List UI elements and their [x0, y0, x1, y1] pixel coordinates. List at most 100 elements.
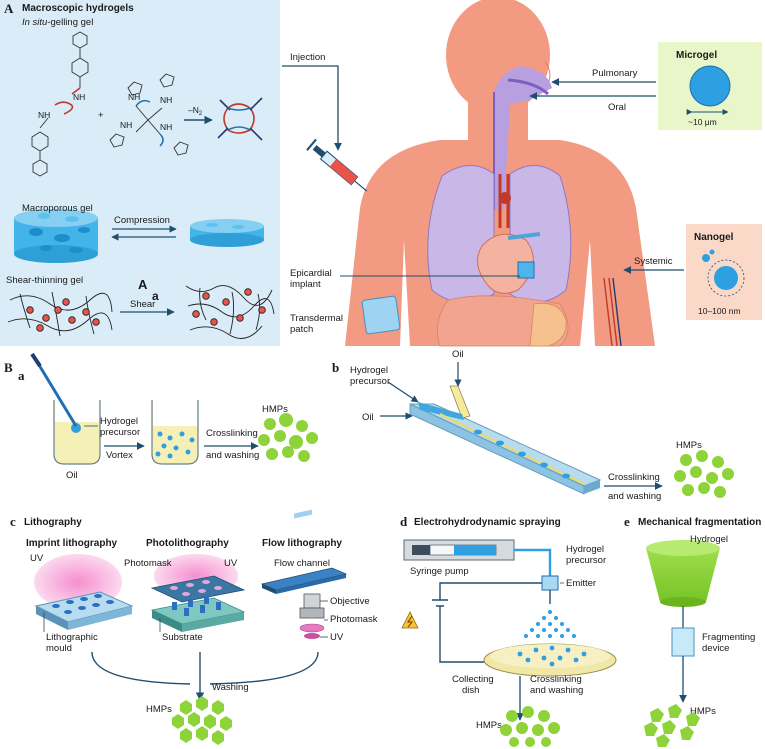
insitu-prefix: In situ [22, 17, 48, 28]
washing-label-d: and washing [530, 685, 583, 696]
precursor-arrow-b [387, 381, 419, 403]
microgel-size: ~10 μm [688, 117, 717, 127]
syringe-pump-label: Syringe pump [410, 566, 469, 577]
precursor-label-d: precursor [566, 555, 606, 566]
oil-label-side: Oil [362, 412, 374, 423]
imprint-uv-label: UV [30, 553, 44, 564]
plus-sign: + [98, 110, 104, 121]
transdermal-patch [361, 295, 401, 335]
fragmenting-label: Fragmenting [702, 632, 755, 643]
substrate-label: Substrate [162, 632, 203, 643]
shear-thinning-label: Shear-thinning gel [6, 275, 83, 286]
panel-e-letter: e [624, 514, 630, 529]
hmps-label-e: HMPs [690, 706, 716, 717]
crosslinked-network [217, 97, 263, 141]
systemic-label: Systemic [634, 256, 673, 267]
objective-lens [299, 593, 325, 639]
washing-label: Washing [212, 682, 249, 693]
macroporous-gel-cylinder [14, 209, 98, 263]
nanogel-tiny-particle [709, 249, 715, 255]
shear-mark-upper: A [138, 277, 148, 292]
flow-uv-label: UV [330, 632, 344, 643]
panel-a-letter: A [4, 1, 14, 16]
fragmenting-device [671, 627, 695, 657]
lungs [427, 165, 572, 303]
fragmentation-title: Mechanical fragmentation [638, 517, 761, 528]
ehd-title: Electrohydrodynamic spraying [414, 517, 561, 528]
microgel-title: Microgel [676, 50, 717, 61]
nanogel-size: 10–100 nm [698, 306, 741, 316]
nanogel-title: Nanogel [694, 232, 734, 243]
washing-label-a: and washing [206, 450, 259, 461]
norbornene-star [109, 73, 189, 156]
hmps-label-b: HMPs [676, 440, 702, 451]
hmps-cluster-e [644, 704, 700, 747]
nanogel-small-particle [702, 254, 710, 262]
compression-label: Compression [114, 215, 170, 226]
pipette [34, 359, 78, 427]
n2-subscript: 2 [199, 111, 203, 117]
microfluidic-channel [409, 385, 602, 495]
insitu-suffix: -gelling gel [47, 17, 93, 28]
hydrogel-bulk [646, 540, 720, 607]
syringe-pump [403, 539, 515, 561]
epicardial-implant-patch [517, 261, 535, 279]
flow-channel-device [260, 509, 348, 594]
precursor-tubing [514, 548, 552, 578]
shear-label: Shear [130, 299, 155, 310]
microgel-particle [689, 65, 731, 107]
macroscopic-title: Macroscopic hydrogels [22, 3, 134, 14]
nh-label-2: NH [38, 110, 50, 120]
n2-text: –N [188, 105, 199, 115]
transdermal-label-2: patch [290, 324, 313, 335]
photo-uv-label: UV [224, 558, 238, 569]
panel-bb-letter: b [332, 360, 339, 375]
syringe-icon [306, 138, 368, 192]
hmps-cluster-c [172, 696, 232, 745]
insitu-title: In situ-gelling gel [22, 17, 93, 28]
washing-label-b: and washing [608, 491, 661, 502]
epicardial-label-2: implant [290, 279, 321, 290]
hmps-cluster-a [258, 413, 318, 462]
nanogel-halo [707, 259, 745, 297]
nh-label-3: NH [128, 92, 140, 102]
washing-branch-left [91, 651, 191, 685]
flow-photomask-label: Photomask [330, 614, 378, 625]
mould-label: mould [46, 643, 72, 654]
photolithography-stack [150, 575, 246, 632]
shear-network-after [185, 285, 275, 339]
crosslinking-label-a: Crosslinking [206, 428, 258, 439]
emitter-label: Emitter [566, 578, 596, 589]
hydrogel-label-e: Hydrogel [690, 534, 728, 545]
hmps-label-c: HMPs [146, 704, 172, 715]
flow-channel-label: Flow channel [274, 558, 330, 569]
hmps-cluster-d [500, 706, 560, 747]
macroscopic-panel-bg [0, 0, 280, 346]
dish-label: dish [462, 685, 479, 696]
oil-beaker [53, 400, 101, 465]
abdomen-organs [436, 295, 569, 347]
hydrogel-label-d: Hydrogel [566, 544, 604, 555]
objective-label: Objective [330, 596, 370, 607]
high-voltage-icon [401, 611, 419, 629]
photomask-label: Photomask [124, 558, 172, 569]
lithographic-label: Lithographic [46, 632, 98, 643]
pulmonary-label: Pulmonary [592, 68, 638, 79]
oral-label: Oral [608, 102, 626, 113]
shear-mark-lower: a [152, 289, 159, 303]
hydrogel-label-a: Hydrogel [100, 416, 138, 427]
vortex-label: Vortex [106, 450, 133, 461]
imprint-title: Imprint lithography [26, 538, 118, 549]
compressed-gel-disc [190, 219, 264, 247]
arm-vessel-blue [612, 277, 622, 347]
nh-label-1: NH [73, 92, 85, 102]
hmps-label-d: HMPs [476, 720, 502, 731]
transdermal-label-1: Transdermal [290, 313, 343, 324]
nanogel-particle [714, 266, 738, 290]
macroporous-label: Macroporous gel [22, 203, 93, 214]
photolithography-title: Photolithography [146, 538, 229, 549]
heart [477, 174, 541, 294]
nh-label-6: NH [160, 122, 172, 132]
collecting-dish [483, 643, 617, 677]
